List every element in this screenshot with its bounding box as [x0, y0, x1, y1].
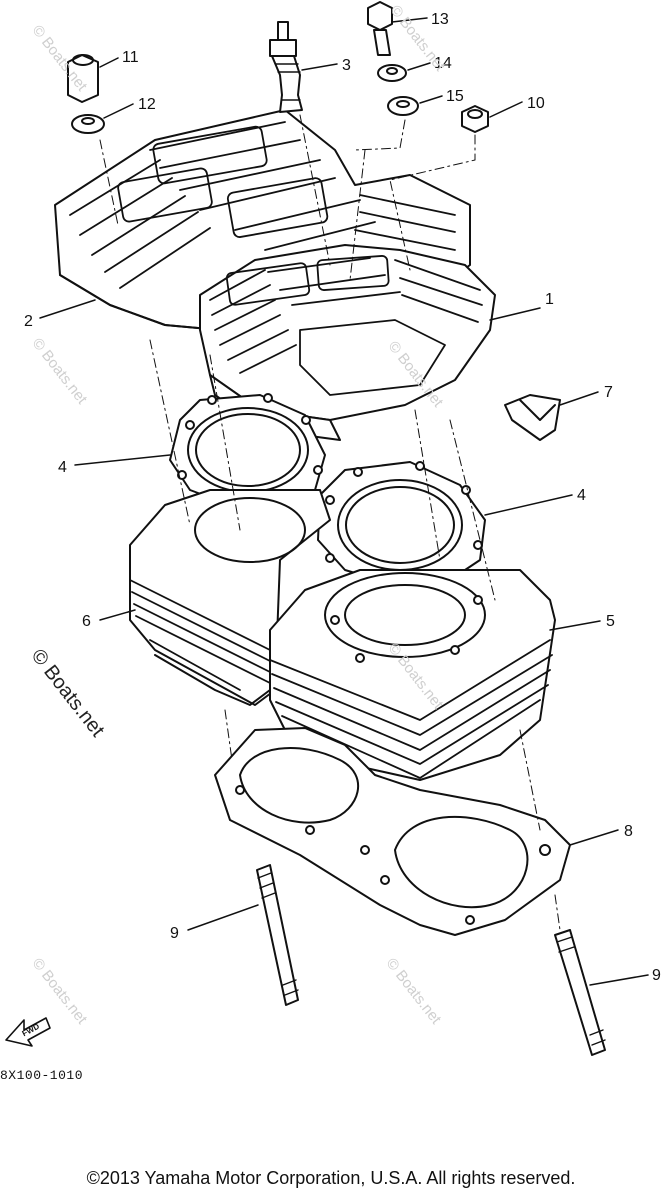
stud-bolt-left: [256, 864, 299, 1006]
callout-12: 12: [138, 96, 156, 113]
damper-7: [504, 394, 561, 441]
callout-6: 6: [82, 613, 91, 630]
cylinder-front: [269, 569, 556, 781]
callout-9b: 9: [652, 967, 661, 984]
washer-15: [387, 96, 419, 116]
cylinder-rear: [129, 489, 331, 706]
callout-2: 2: [24, 313, 33, 330]
callout-10: 10: [527, 95, 545, 112]
part-code: 8X100-1010: [0, 1068, 84, 1083]
assembly-lines: [99, 114, 561, 931]
callout-9a: 9: [170, 925, 179, 942]
callout-labels: 1 2 3 4 4 5 6 7 8 9 9 10 11 12 13 14 15: [24, 11, 661, 984]
callout-13: 13: [431, 11, 449, 28]
collar-bolt: [67, 54, 99, 103]
washer-14: [377, 64, 407, 82]
spark-plug: [269, 21, 303, 113]
nut-10: [461, 105, 489, 133]
bolt-13: [367, 1, 393, 56]
callout-1: 1: [545, 291, 554, 308]
washer-12: [71, 114, 105, 134]
callout-5: 5: [606, 613, 615, 630]
callout-11: 11: [122, 49, 139, 66]
callout-4a: 4: [58, 459, 67, 476]
copyright-notice: ©2013 Yamaha Motor Corporation, U.S.A. A…: [86, 1168, 576, 1188]
callout-3: 3: [342, 57, 351, 74]
callout-14: 14: [434, 55, 452, 72]
callout-8: 8: [624, 823, 633, 840]
stud-bolt-right: [554, 929, 606, 1056]
callout-15: 15: [446, 88, 464, 105]
fwd-arrow: FWD: [5, 1017, 51, 1047]
exploded-parts-diagram: 1 2 3 4 4 5 6 7 8 9 9 10 11 12 13 14 15 …: [5, 1, 661, 1056]
leader-lines: [39, 17, 649, 986]
callout-4b: 4: [577, 487, 586, 504]
callout-7: 7: [604, 384, 613, 401]
head-gasket-front: [317, 461, 486, 587]
